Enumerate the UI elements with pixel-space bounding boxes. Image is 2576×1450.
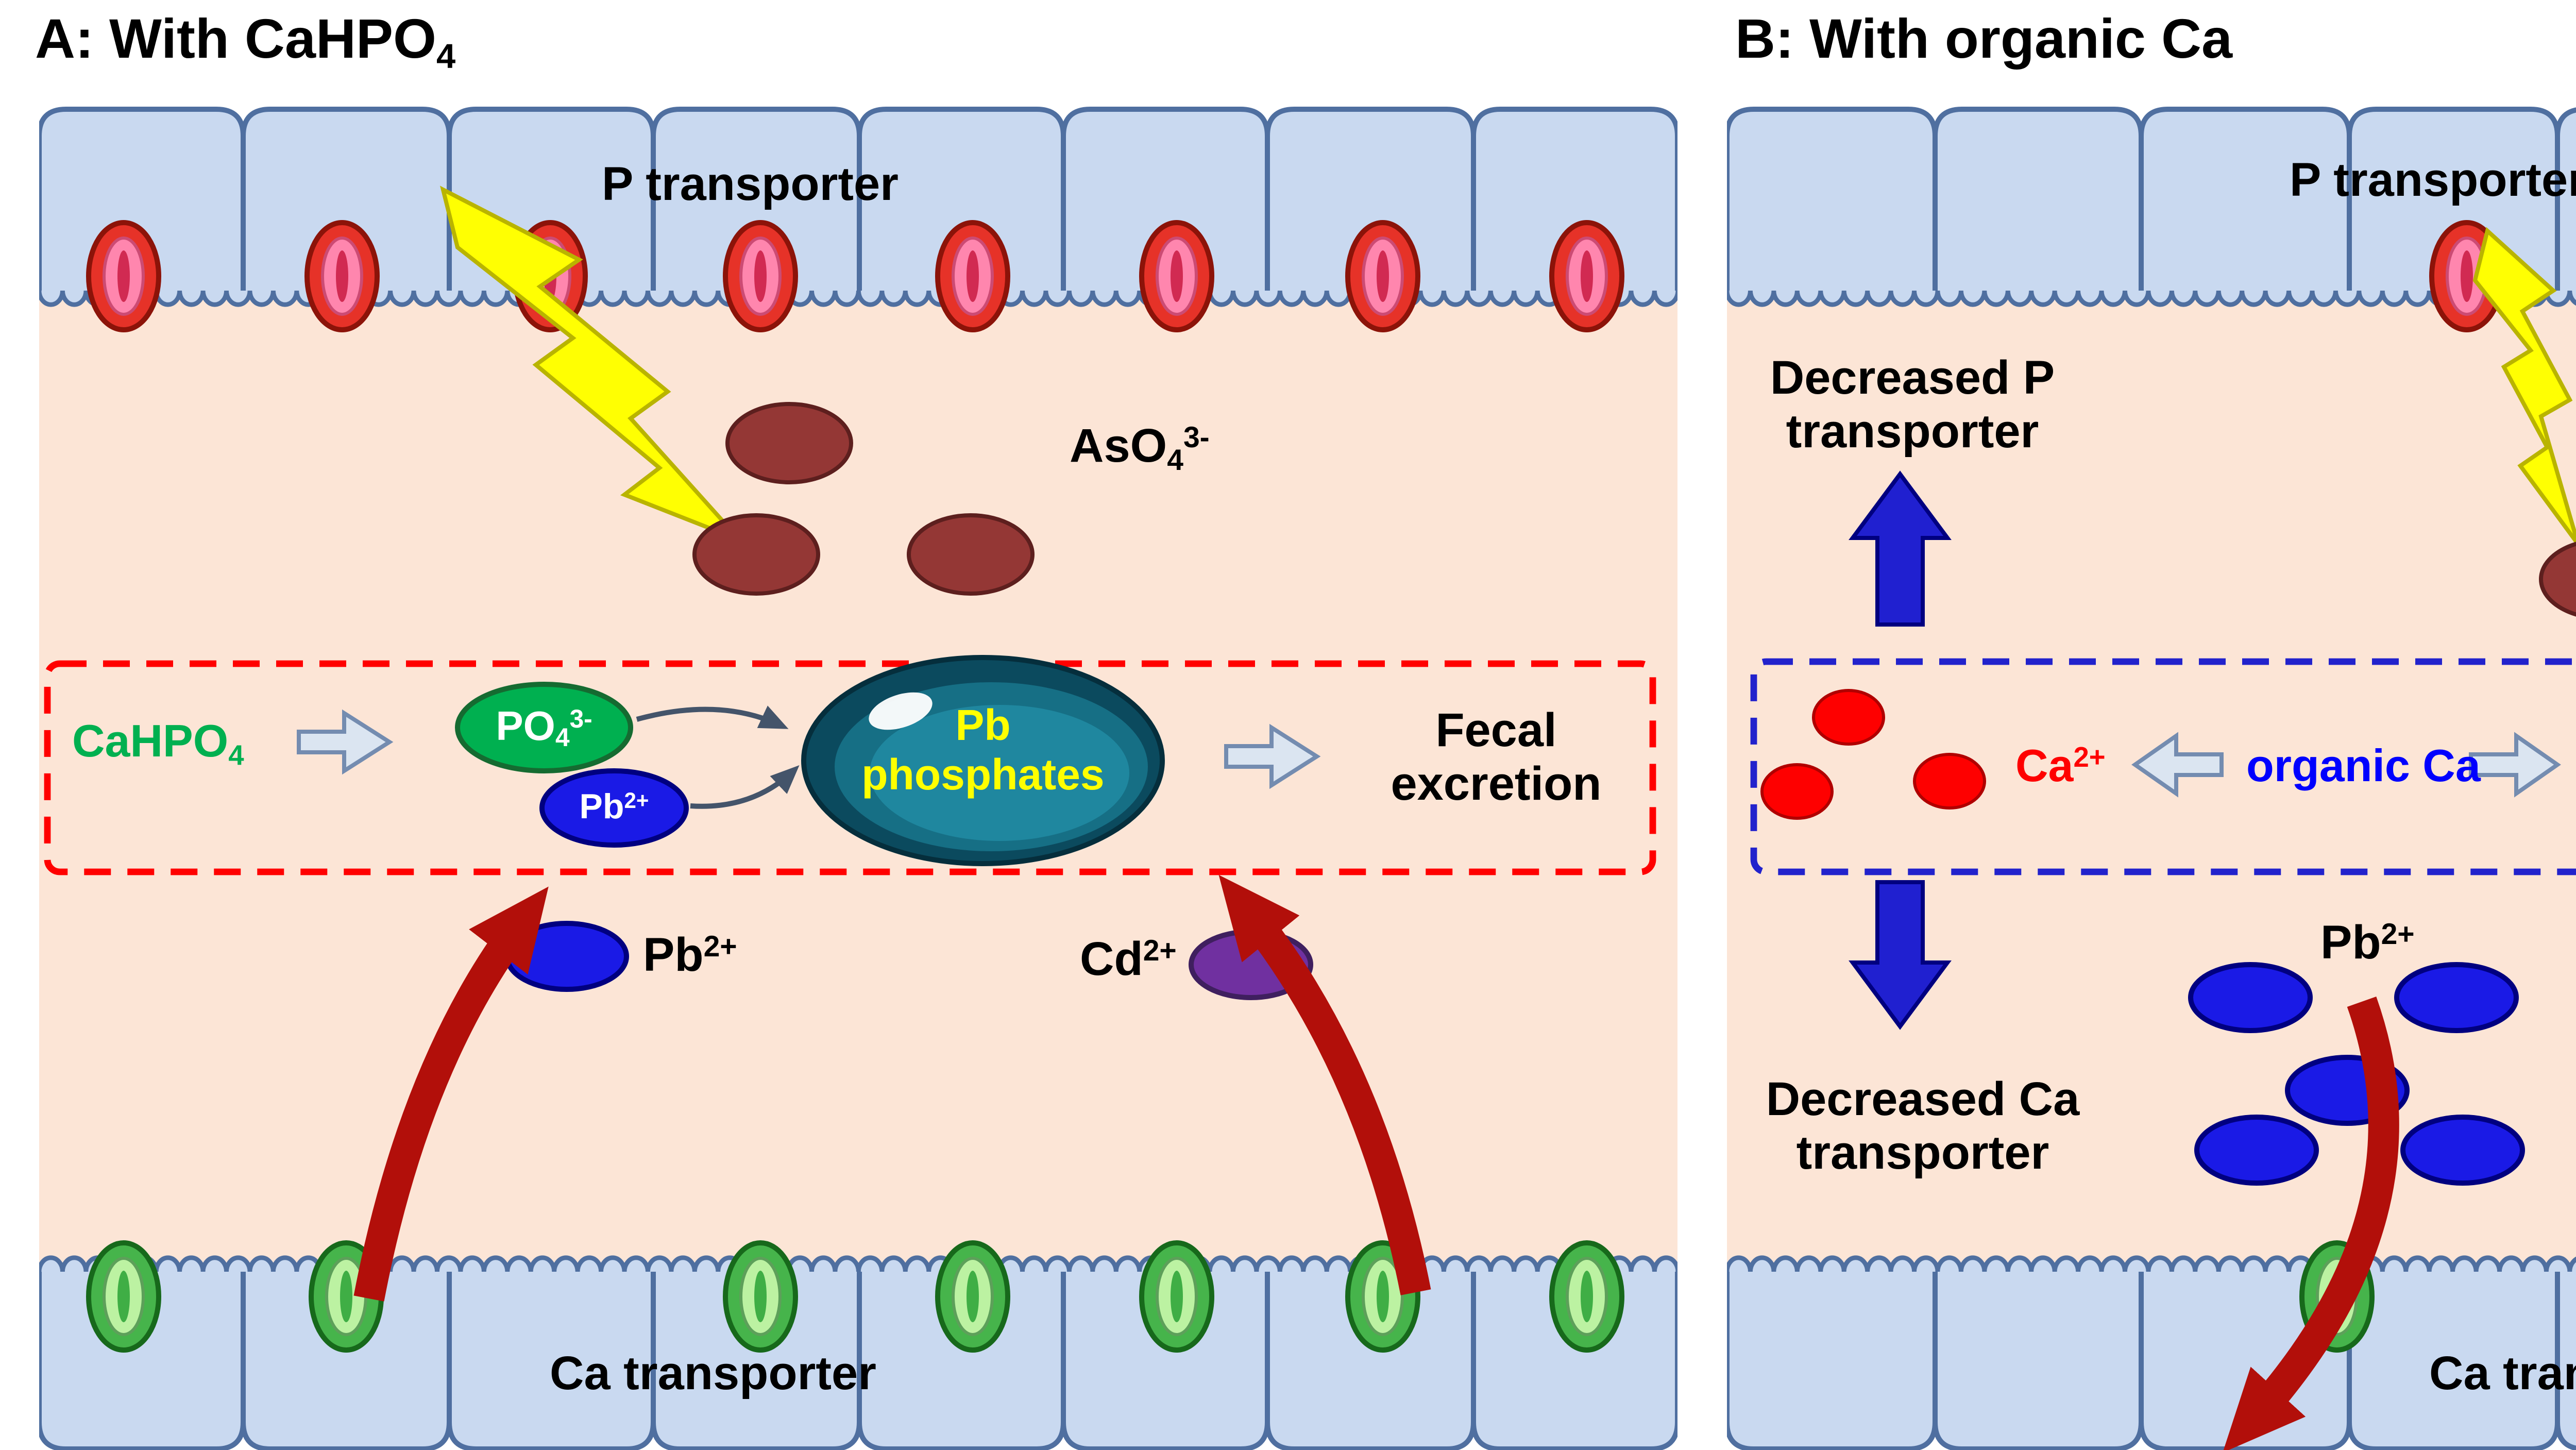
- brush-border-bottom: [39, 1252, 1677, 1272]
- ca-transporter-icon: [89, 1243, 159, 1350]
- p-transporter-label: P transporter: [2289, 153, 2576, 206]
- p-transporter-icon: [725, 223, 795, 330]
- block-arrow-group: [2131, 732, 2561, 798]
- panel-b-title: B: With organic Ca: [1735, 8, 2233, 70]
- phosphate-oval: [455, 682, 633, 773]
- lead-label: Pb2+: [2320, 915, 2415, 969]
- block-arrow-right-icon: [2469, 732, 2561, 798]
- decreased-up-arrow-icon: [1849, 470, 1952, 627]
- arsenate-oval-group: [692, 402, 1035, 596]
- ca-transporter-label: Ca transporter: [550, 1346, 876, 1400]
- p-transporter-icon: [89, 223, 159, 330]
- panel-b: B: With organic Ca P transporter Decreas…: [1727, 0, 2576, 1450]
- panel-b-drawing: [1727, 107, 2576, 1450]
- p-transporter-label: P transporter: [601, 157, 899, 210]
- lead-oval: [539, 768, 689, 848]
- calcium-oval: [1913, 753, 1986, 810]
- arsenate-label: AsO43-: [1070, 418, 1210, 478]
- ca-transporter-icon: [938, 1243, 1008, 1350]
- arsenate-oval-group: [2539, 542, 2576, 617]
- free-cadmium-label: Cd2+: [1080, 932, 1177, 985]
- top-cell-row: [1727, 107, 2576, 291]
- lead-oval: [2188, 962, 2313, 1033]
- block-arrow-right-icon: [1224, 723, 1321, 789]
- organic-ca-label: organic Ca: [2246, 740, 2481, 791]
- conversion-arrow-icon: [636, 705, 789, 729]
- decreased-p-label: Decreased P transporter: [1770, 350, 2055, 459]
- lead-absorption-arrow-icon: [2223, 996, 2399, 1450]
- p-transporter-icon: [1348, 223, 1418, 330]
- lead-ion-label: Pb2+: [579, 787, 649, 827]
- cadmium-capture-arrow-icon: [1218, 874, 1431, 1295]
- free-lead-label: Pb2+: [643, 928, 737, 981]
- decreased-ca-label: Decreased Ca transporter: [1766, 1072, 2080, 1180]
- ca-transporter-icon: [1552, 1243, 1622, 1350]
- arsenate-oval: [725, 402, 853, 484]
- brush-border-bottom: [1727, 1252, 2576, 1272]
- ca-transporter-icon: [1142, 1243, 1212, 1350]
- calcium-oval: [1812, 689, 1885, 746]
- lead-oval-group: [2188, 962, 2525, 1186]
- lead-oval: [2194, 1115, 2319, 1186]
- conversion-arrow-icon: [690, 765, 800, 809]
- block-arrow-right-icon: [297, 709, 394, 775]
- p-transporter-icon: [307, 223, 377, 330]
- fecal-excretion-label: Fecal excretion: [1391, 703, 1602, 811]
- highlight-spot: [869, 692, 933, 730]
- p-transporter-icon: [1552, 223, 1622, 330]
- lightning-arrow-icon: [439, 186, 741, 542]
- lead-capture-arrow-icon: [353, 886, 549, 1302]
- reaction-dashed-box: [44, 660, 1656, 875]
- brush-border-top: [39, 291, 1677, 310]
- calcium-oval: [1760, 763, 1834, 820]
- lumen-background: [1727, 289, 2576, 1274]
- decreased-down-arrow-icon: [1849, 880, 1952, 1030]
- bottom-cell-row: [1727, 1270, 2576, 1450]
- arsenate-oval: [692, 513, 820, 596]
- panel-a-title: A: With CaHPO4: [35, 8, 456, 76]
- lead-oval: [2394, 962, 2519, 1033]
- calcium-oval-group: [1760, 689, 1986, 820]
- lead-phosphate-complex: [801, 655, 1165, 866]
- bottom-cell-row: [39, 1270, 1677, 1450]
- ca-transporter-label: Ca transporter: [2429, 1346, 2576, 1400]
- cahpo4-label: CaHPO4: [72, 715, 244, 771]
- ca-transporter-icon: [725, 1243, 795, 1350]
- arsenate-oval: [2539, 542, 2576, 617]
- lead-phosphates-label: Pb phosphates: [861, 703, 1105, 800]
- lightning-arrow-icon: [2472, 227, 2576, 545]
- p-transporter-icon: [1142, 223, 1212, 330]
- p-transporter-icon: [938, 223, 1008, 330]
- reaction-dashed-box: [1750, 658, 2576, 875]
- panel-a: A: With CaHPO4 P transporter AsO43- CaHP…: [35, 0, 1677, 1450]
- block-arrow-left-icon: [2131, 732, 2224, 798]
- calcium-ion-label: Ca2+: [2015, 740, 2106, 791]
- top-cell-row: [39, 107, 1677, 291]
- block-arrow-group: [297, 709, 1321, 789]
- phosphate-label: PO43-: [496, 704, 592, 753]
- arsenate-oval: [907, 513, 1035, 596]
- lead-oval: [2400, 1115, 2525, 1186]
- panel-a-drawing: [39, 107, 1677, 1450]
